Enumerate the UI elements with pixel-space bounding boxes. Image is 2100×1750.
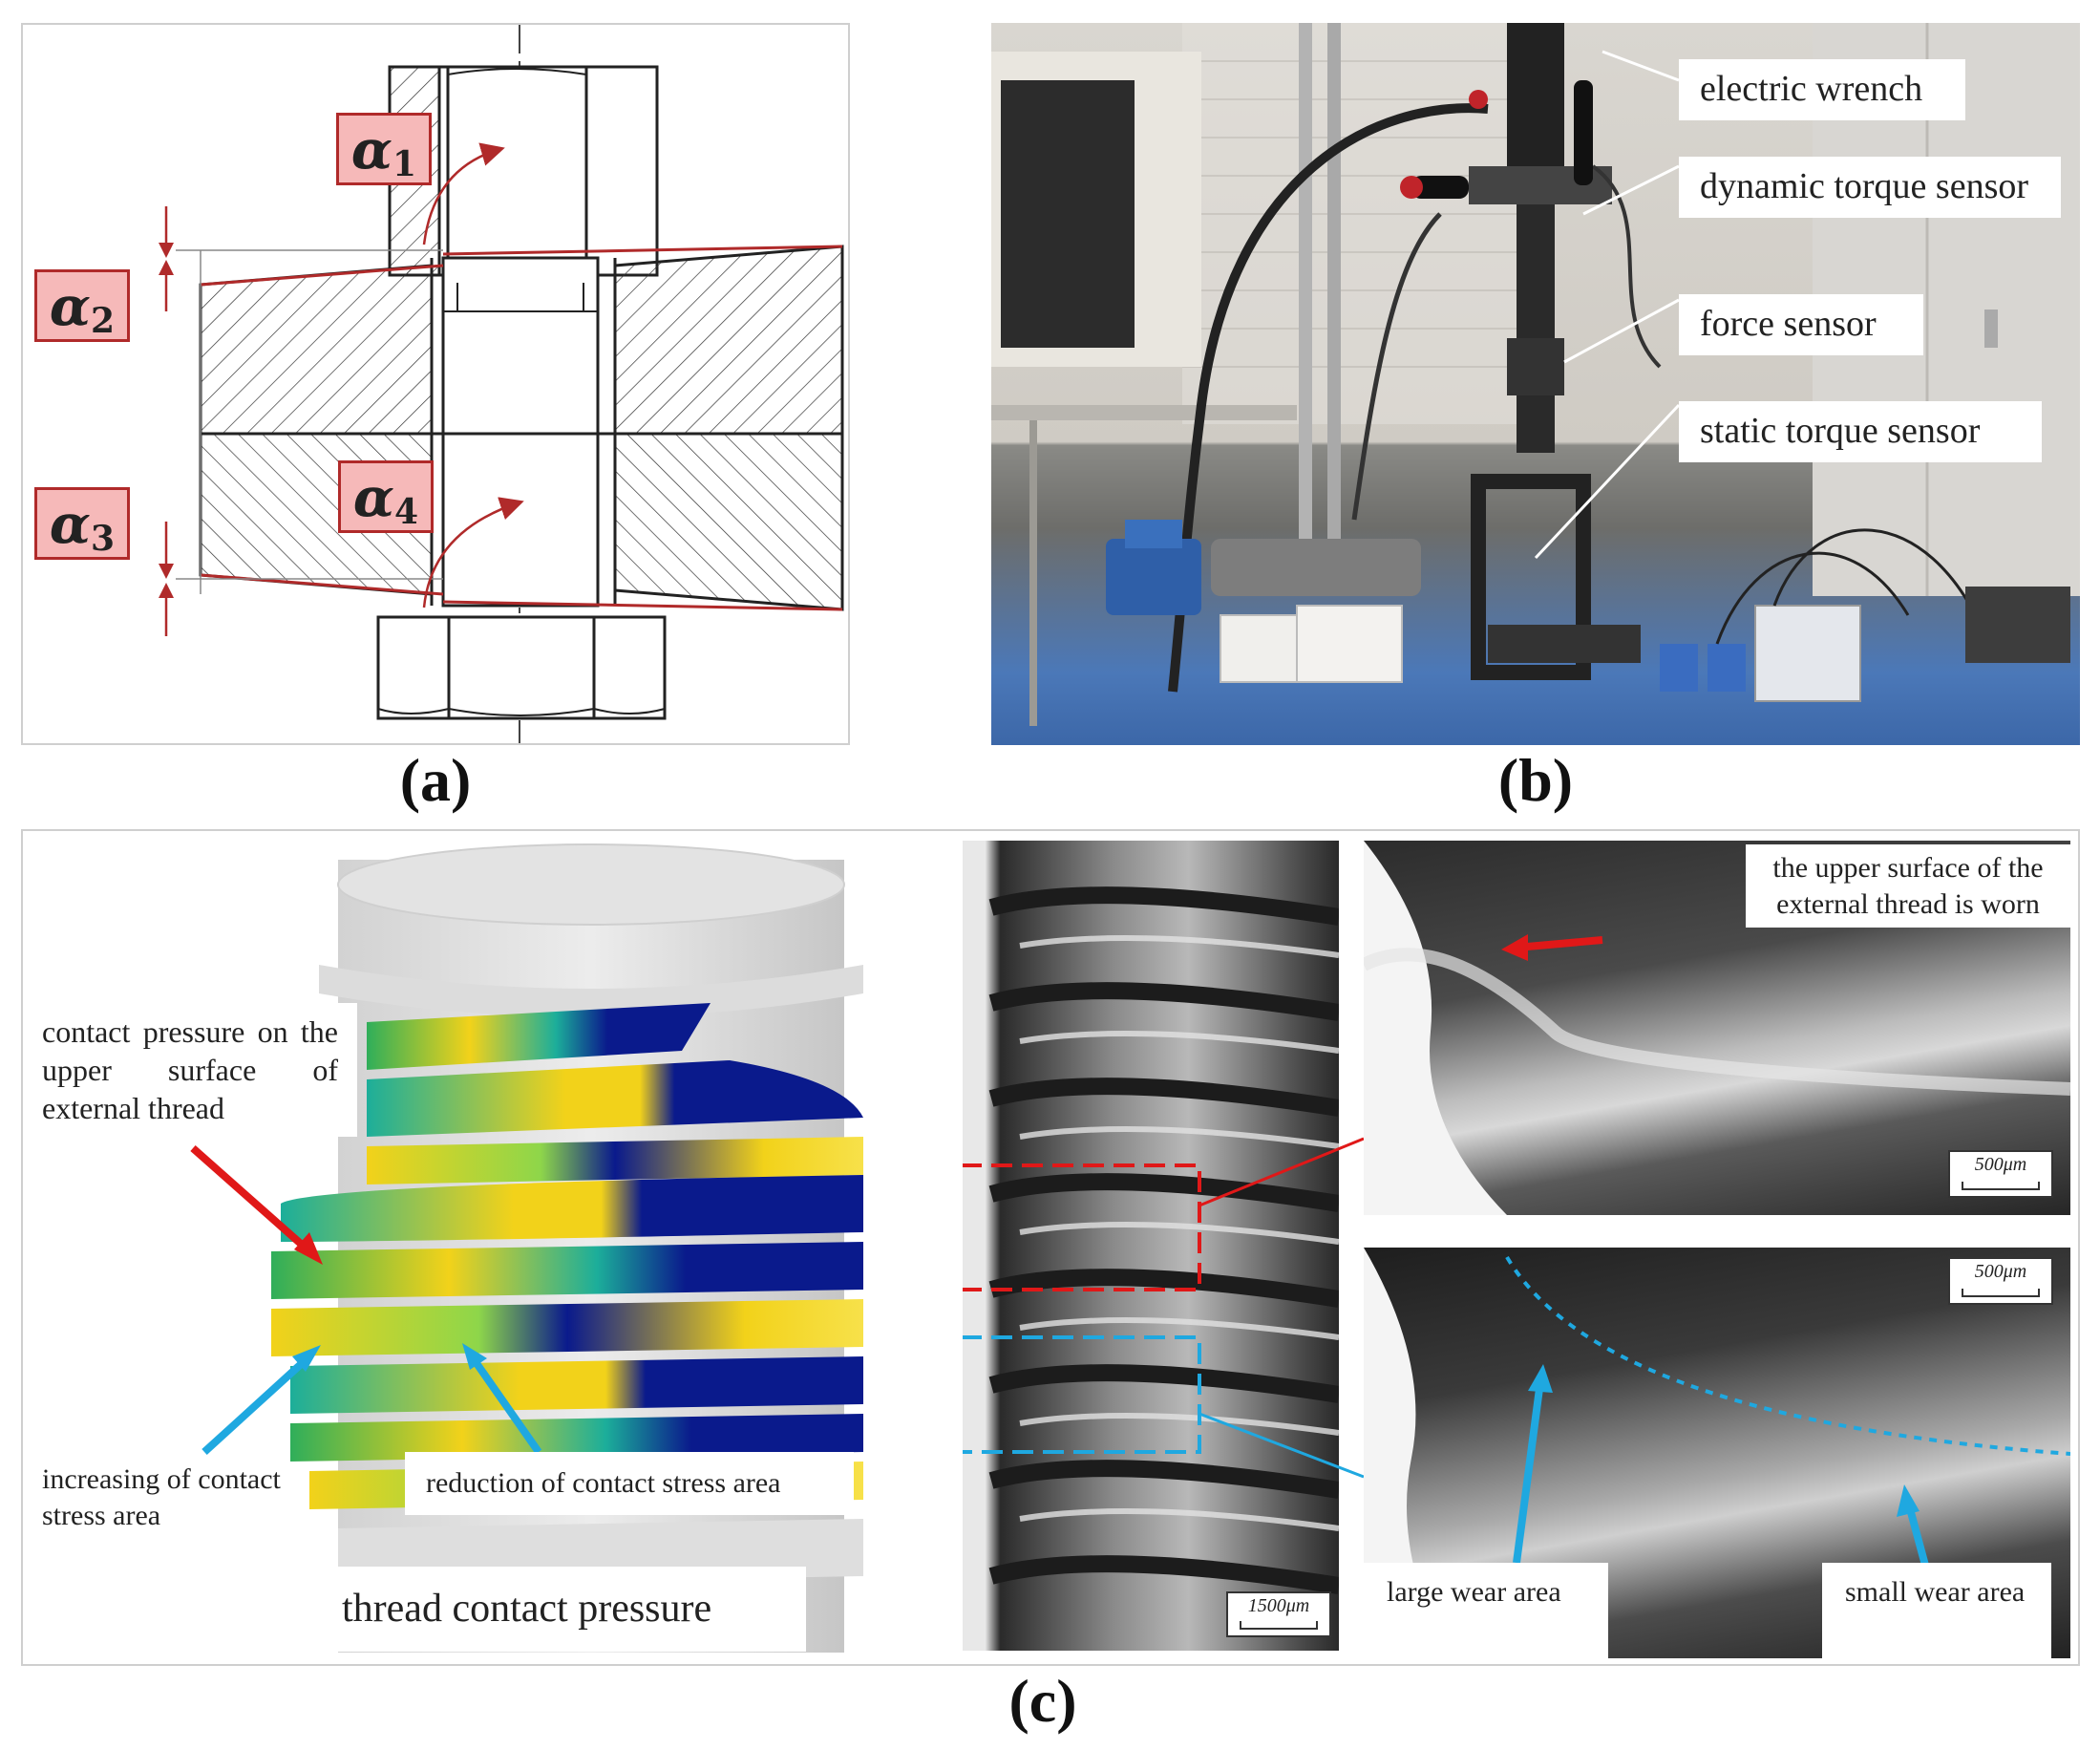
label-electric-wrench: electric wrench <box>1679 59 1965 120</box>
alpha-4-label: α4 <box>338 460 434 533</box>
nut <box>376 615 667 720</box>
label-reduction-contact-stress: reduction of contact stress area <box>405 1452 854 1515</box>
label-large-wear-area: large wear area <box>1364 1563 1608 1658</box>
scale-bar-top: 500μm <box>1948 1150 2053 1198</box>
label-dynamic-torque-sensor: dynamic torque sensor <box>1679 157 2061 218</box>
caption-a: (a) <box>399 746 472 814</box>
panel-c-thread-photo: 1500μm <box>963 841 1339 1651</box>
panel-a-bolt-drawing: α1 α2 α3 α4 <box>21 23 850 745</box>
panel-c-simulation: contact pressure on the upper surface of… <box>23 831 921 1664</box>
alpha-1-label: α1 <box>336 113 432 185</box>
thread-photo-illustration <box>963 886 1339 1594</box>
label-static-torque-sensor: static torque sensor <box>1679 401 2042 462</box>
caption-c: (c) <box>1008 1667 1077 1735</box>
label-thread-contact-pressure: thread contact pressure <box>319 1567 806 1652</box>
label-increasing-contact-stress: increasing of contact stress area <box>42 1463 281 1531</box>
panel-c-zoom-top: the upper surface of the external thread… <box>1364 841 2070 1215</box>
label-upper-surface-worn: the upper surface of the external thread… <box>1746 844 2070 928</box>
scale-bar-main: 1500μm <box>1226 1591 1331 1637</box>
scale-bar-bottom: 500μm <box>1948 1257 2053 1305</box>
test-rig-illustration <box>991 23 2080 726</box>
alpha-3-label: α3 <box>34 487 130 560</box>
label-force-sensor: force sensor <box>1679 294 1923 355</box>
panel-b-test-rig-photo: electric wrench dynamic torque sensor fo… <box>991 23 2080 745</box>
alpha-2-label: α2 <box>34 269 130 342</box>
bolt-joint-drawing <box>159 25 844 743</box>
caption-b: (b) <box>1497 746 1574 814</box>
label-contact-pressure: contact pressure on the upper surface of… <box>23 1003 357 1137</box>
label-small-wear-area: small wear area <box>1822 1563 2051 1658</box>
panel-c-zoom-bottom: 500μm large wear area small wear area <box>1364 1248 2070 1658</box>
